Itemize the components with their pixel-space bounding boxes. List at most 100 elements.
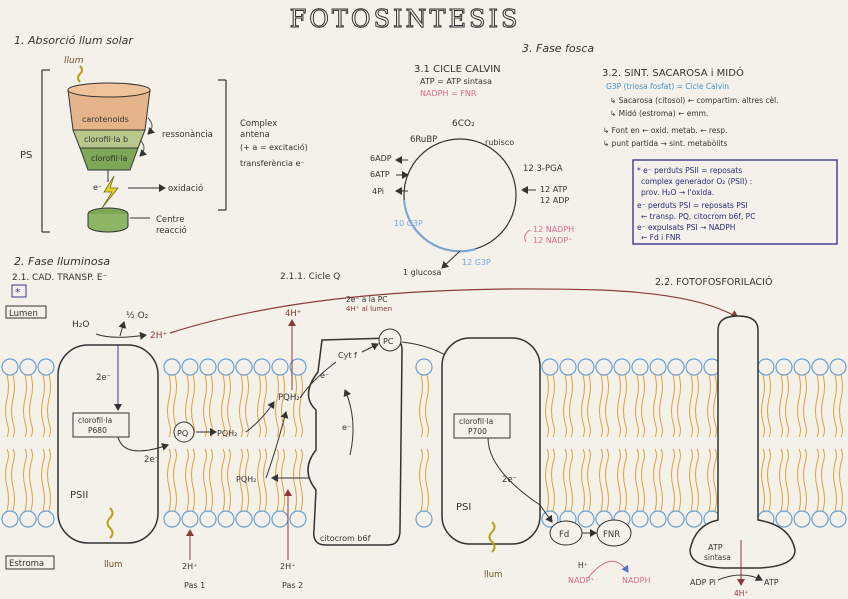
fnr-ellipse [596, 519, 632, 547]
lipid-head [19, 358, 37, 376]
calvin-nadp12: 12 NADP⁺ [533, 236, 572, 245]
lipid-tail [41, 448, 45, 512]
lipid-head [199, 358, 217, 376]
lipid-head [541, 510, 559, 528]
lipid-tail [281, 374, 285, 438]
cad-heading: 2.1. CAD. TRANSP. E⁻ [12, 273, 108, 283]
lipid-tail [425, 448, 429, 512]
fnr-label: FNR [603, 530, 620, 540]
lipid-tail [689, 374, 693, 438]
lipid-tail [419, 374, 423, 438]
lipid-head [199, 510, 217, 528]
lipid-head [163, 358, 181, 376]
funnel-clorofilaa [79, 147, 139, 171]
lipid-head [559, 358, 577, 376]
funnel-electron: e⁻ [93, 183, 102, 192]
lipid-head [631, 510, 649, 528]
lipid-tail [275, 448, 279, 512]
lipid-head [1, 510, 19, 528]
lipid-head [163, 510, 181, 528]
cicle-e-b: e⁻ [342, 423, 351, 432]
pq-circle [173, 421, 195, 443]
lipid-head [829, 510, 847, 528]
psii-complex [57, 344, 159, 544]
lipid-tail [677, 374, 681, 438]
lipid-tail [203, 374, 207, 438]
lipid-tail [293, 374, 297, 438]
atp-synthase-label-2: sintasa [704, 553, 731, 562]
lipid-tail [587, 448, 591, 512]
resonance-arrow-2 [139, 139, 148, 157]
lipid-tail [623, 448, 627, 512]
cicle-e-label: e⁻ [320, 371, 329, 380]
lipid-head [595, 358, 613, 376]
complex-label-3: (+ a = excitació) [240, 142, 308, 152]
note-line-6: e⁻ expulsats PSI → NADPH [637, 223, 735, 232]
lipid-tail [11, 374, 15, 438]
lipid-tail [419, 448, 423, 512]
cicle-4h-note: 4H⁺ al lumen [346, 305, 392, 313]
lipid-tail [821, 448, 825, 512]
lipid-tail [29, 448, 33, 512]
psi-to-fd-arrow [487, 437, 553, 523]
lipid-head [829, 358, 847, 376]
atp-4h: 4H⁺ [734, 589, 748, 598]
lipid-tail [23, 448, 27, 512]
psii-to-pq-arrow [117, 436, 169, 452]
lipid-tail [707, 374, 711, 438]
lipid-head [811, 510, 829, 528]
lipid-tail [5, 374, 9, 438]
psii-h2o: H₂O [72, 320, 89, 330]
lipid-head [415, 510, 433, 528]
psii-2e: 2e⁻ [96, 373, 111, 383]
lipid-tail [299, 448, 303, 512]
lipid-tail [797, 448, 801, 512]
lipid-head [577, 358, 595, 376]
lipid-tail [563, 448, 567, 512]
lipid-tail [803, 374, 807, 438]
complex-label-4: transferència e⁻ [240, 158, 305, 168]
lipid-head [793, 510, 811, 528]
lipid-tail [713, 448, 717, 512]
lipid-tail [245, 374, 249, 438]
pas1-label: Pas 1 [184, 581, 205, 590]
ressonancia-label: ressonància [162, 130, 213, 140]
calvin-rubisco: rubisco [485, 138, 514, 147]
lipid-tail [545, 374, 549, 438]
pq-label: PQ [177, 429, 188, 438]
psi-clorofila-box [453, 413, 511, 439]
lipid-tail [635, 374, 639, 438]
lipid-tail [581, 448, 585, 512]
proton-transfer-arrow [169, 288, 740, 334]
lipid-tail [209, 448, 213, 512]
thylakoid-membrane [1, 358, 847, 528]
lipid-tail [569, 448, 573, 512]
lipid-tail [671, 448, 675, 512]
lipid-head [235, 510, 253, 528]
note-line-7: ← Fd i FNR [641, 233, 681, 242]
section2-heading: 2. Fase lluminosa [14, 255, 110, 268]
lipid-head [667, 510, 685, 528]
lipid-head [217, 510, 235, 528]
citocrom-e-arrow [343, 389, 354, 456]
lipid-tail [257, 374, 261, 438]
lipid-head [181, 358, 199, 376]
adp-to-atp-arrow [717, 573, 763, 581]
psi-label: PSI [456, 502, 471, 513]
psi-2e-b: 2e⁻ [502, 475, 517, 485]
lipid-tail [191, 374, 195, 438]
lipid-tail [779, 374, 783, 438]
lipid-tail [257, 448, 261, 512]
funnel-top [67, 82, 151, 98]
calvin-adp6: 6ADP [370, 154, 392, 163]
fd-label: Fd [559, 530, 569, 540]
estroma-label: Estroma [9, 559, 44, 569]
psi-clorofila: clorofil·la [459, 417, 493, 426]
lipid-head [775, 358, 793, 376]
lipid-tail [299, 374, 303, 438]
lipid-tail [563, 374, 567, 438]
lipid-tail [221, 374, 225, 438]
calvin-blue-arc [403, 199, 477, 253]
lipid-head [19, 510, 37, 528]
